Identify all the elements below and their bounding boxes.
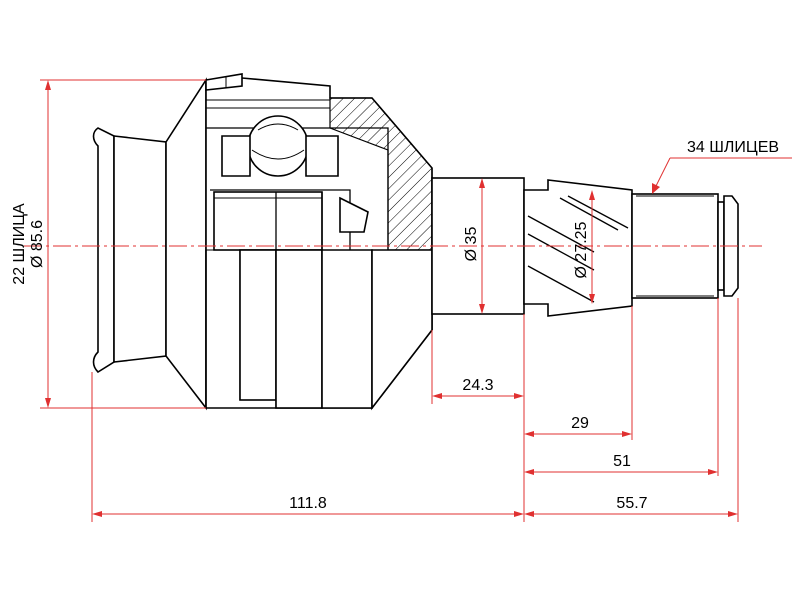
- spline-length-label: 29: [571, 415, 589, 432]
- outer-splines-label: 22 ШЛИЦА: [11, 203, 28, 285]
- spline-diameter-label: Ø 27.25: [573, 221, 590, 278]
- outer-diameter-label: Ø 85.6: [29, 220, 46, 268]
- overall-length-label: 111.8: [289, 495, 327, 512]
- collar-length-label: 24.3: [462, 377, 493, 394]
- joint-body: [92, 73, 433, 411]
- inner-splines-label: 34 ШЛИЦЕВ: [687, 139, 779, 156]
- shaft-length-label: 55.7: [616, 495, 647, 512]
- shaft-diameter-label: Ø 35: [463, 227, 480, 262]
- dimension-lines: [24, 79, 792, 522]
- spline-end-label: 51: [613, 453, 631, 470]
